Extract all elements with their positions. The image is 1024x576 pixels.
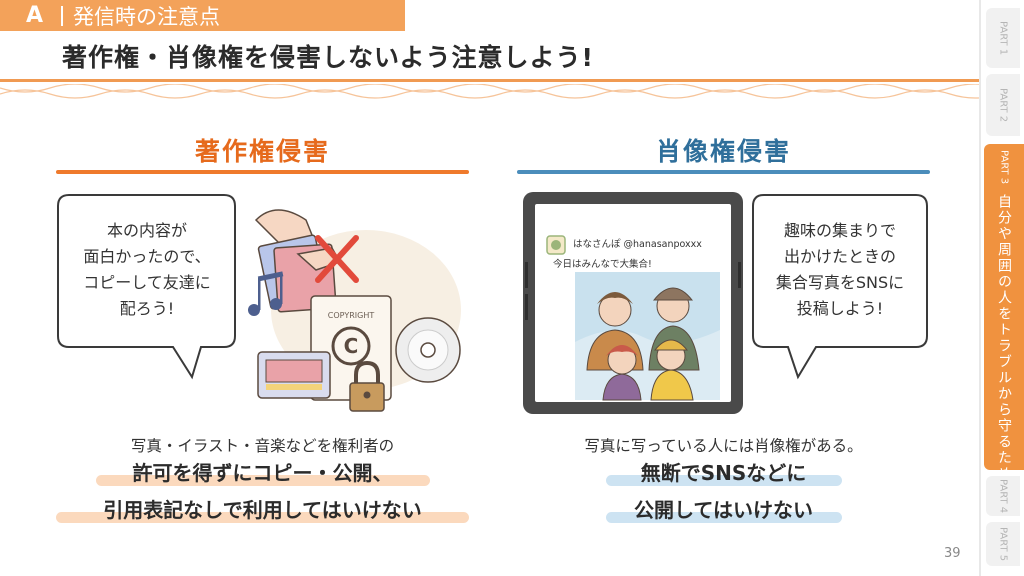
page-title: 著作権・肖像権を侵害しないよう注意しよう! <box>62 43 594 72</box>
group-photo <box>575 272 720 401</box>
section-title: 発信時の注意点 <box>73 4 221 29</box>
portrait-highlight-1 <box>606 475 842 486</box>
header-wave-decoration <box>0 84 980 99</box>
part-tab-4[interactable]: PART 4 <box>986 476 1020 516</box>
copyright-bubble-text: 本の内容が 面白かったので、 コピーして友達に 配ろう! <box>83 221 211 318</box>
post-username: はなさんぽ @hanasanpoxxx <box>573 239 702 250</box>
copyright-emphasis-line-2: 引用表記なしで利用してはいけない <box>103 498 422 522</box>
part-tab-1[interactable]: PART 1 <box>986 8 1020 68</box>
section-letter: A <box>26 3 44 28</box>
music-note-icon <box>248 271 284 316</box>
books-icon <box>257 351 331 399</box>
copyright-heading: 著作権侵害 <box>194 137 330 166</box>
copyright-description: 写真・イラスト・音楽などを権利者の <box>130 437 395 455</box>
copyright-heading-rule <box>56 170 469 174</box>
header-rule <box>0 79 980 82</box>
portrait-speech-bubble <box>752 194 928 380</box>
copyright-speech-bubble <box>57 194 236 380</box>
cd-disc-icon <box>395 317 461 383</box>
portrait-emphasis-line-2: 公開してはいけない <box>634 498 813 522</box>
portrait-description: 写真に写っている人には肖像権がある。 <box>584 437 863 455</box>
portrait-rights-heading: 肖像権侵害 <box>655 137 791 166</box>
section-tab: A 発信時の注意点 <box>0 0 405 31</box>
rail-line <box>979 0 981 576</box>
portrait-highlight-2 <box>606 512 842 523</box>
portrait-bubble-text: 趣味の集まりで 出かけたときの 集合写真をSNSに 投稿しよう! <box>775 221 905 318</box>
part-tab-3-active[interactable]: PART 3 自分や周囲の人をトラブルから守るためには? <box>984 144 1024 524</box>
copyright-highlight-2 <box>56 512 469 523</box>
part-tab-5[interactable]: PART 5 <box>986 522 1020 566</box>
svg-text:C: C <box>344 334 359 358</box>
portrait-rights-heading-rule <box>517 170 930 174</box>
page-number: 39 <box>944 546 961 561</box>
smartphone-illustration <box>523 192 743 414</box>
post-text: 今日はみんなで大集合! <box>553 259 652 270</box>
padlock-icon <box>349 360 385 412</box>
copyright-highlight-1 <box>96 475 430 486</box>
prohibited-cross-icon <box>315 235 359 283</box>
part-tab-3-label: PART 3 <box>998 150 1010 185</box>
portrait-emphasis-line-1: 無断でSNSなどに <box>640 461 807 485</box>
part-tab-3-title: 自分や周囲の人をトラブルから守るためには? <box>996 194 1012 524</box>
copyright-emphasis-line-1: 許可を得ずにコピー・公開、 <box>132 461 393 485</box>
copyright-illustration: COPYRIGHT C <box>248 209 461 412</box>
section-divider <box>61 5 64 26</box>
svg-text:COPYRIGHT: COPYRIGHT <box>328 311 375 320</box>
part-tab-2[interactable]: PART 2 <box>986 74 1020 136</box>
